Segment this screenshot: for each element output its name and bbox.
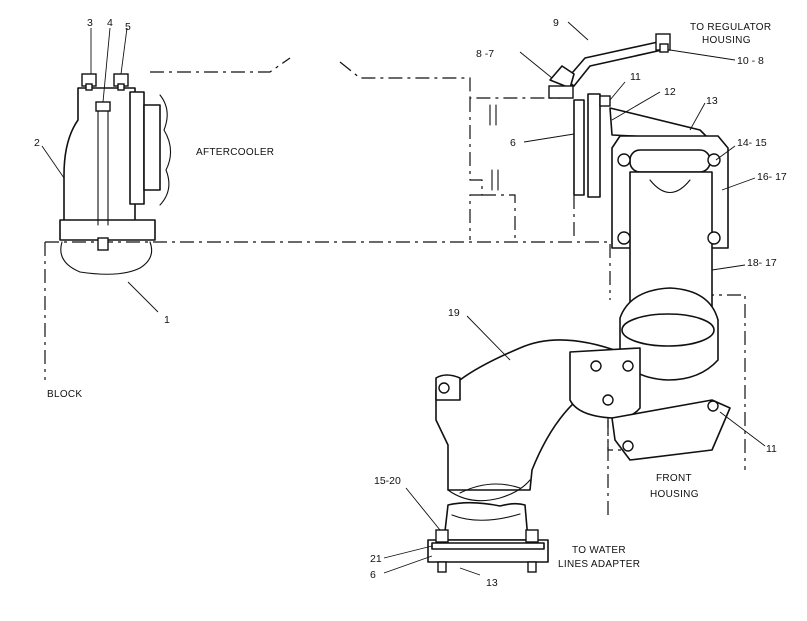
callout-14-15: 14- 15	[737, 137, 767, 149]
flange-bolt-icon	[617, 153, 721, 245]
callout-16-17: 16- 17	[757, 171, 787, 183]
front-housing-label-line2: HOUSING	[650, 489, 699, 500]
callout-10-8: 10 - 8	[737, 55, 764, 67]
callout-8-7: 8 -7	[476, 48, 494, 60]
callout-9: 9	[553, 17, 559, 29]
callout-6-lower: 6	[370, 569, 376, 581]
water-elbow-19	[435, 287, 731, 502]
water-lines-adapter	[427, 501, 549, 573]
to-regulator-label-line1: TO REGULATOR	[690, 22, 771, 33]
callout-13-lower: 13	[486, 577, 498, 589]
callout-15-20: 15-20	[374, 475, 401, 487]
front-housing-label-line1: FRONT	[656, 473, 692, 484]
callout-19: 19	[448, 307, 460, 319]
callout-2: 2	[34, 137, 40, 149]
washer-4-icon	[95, 101, 111, 112]
callout-6-upper: 6	[510, 137, 516, 149]
aftercooler-elbow	[59, 87, 172, 275]
callout-11-lower: 11	[766, 443, 777, 455]
callout-13-upper: 13	[706, 95, 718, 107]
callout-4: 4	[107, 17, 113, 29]
to-water-label-line2: LINES ADAPTER	[558, 559, 640, 570]
callout-3: 3	[87, 17, 93, 29]
elbow-fitting-icon	[548, 65, 575, 99]
upper-elbow-pipe	[611, 135, 729, 311]
regulator-tube	[565, 33, 671, 87]
bolt-5-icon	[113, 73, 129, 91]
callout-1: 1	[164, 314, 170, 326]
callout-11-upper: 11	[630, 71, 641, 83]
callout-12: 12	[664, 86, 676, 98]
bolt-3-icon	[81, 73, 97, 91]
aftercooler-label: AFTERCOOLER	[196, 147, 274, 158]
callout-5: 5	[125, 21, 131, 33]
cover-plate	[573, 93, 711, 240]
callout-21: 21	[370, 553, 382, 565]
callout-18-17: 18- 17	[747, 257, 777, 269]
block-label: BLOCK	[47, 389, 82, 400]
to-water-label-line1: TO WATER	[572, 545, 626, 556]
to-regulator-label-line2: HOUSING	[702, 35, 751, 46]
leader-lines	[41, 21, 766, 576]
